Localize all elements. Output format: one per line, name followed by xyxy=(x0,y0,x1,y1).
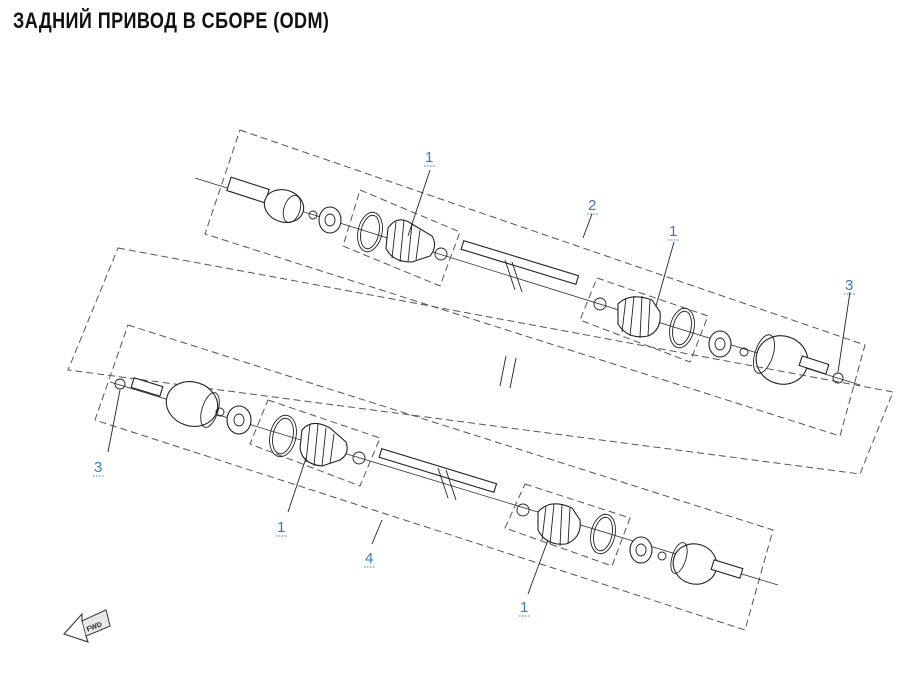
boot-clamp-small[interactable] xyxy=(593,297,607,311)
callout-1[interactable]: 1 xyxy=(425,149,433,166)
upper-assembly xyxy=(194,129,866,437)
link-frame xyxy=(67,247,894,475)
boot-kit-frame-1c xyxy=(249,399,381,487)
assembly-4-frame xyxy=(94,324,774,631)
boot-clamp-large[interactable] xyxy=(266,413,300,459)
bearing-cage[interactable] xyxy=(708,330,732,358)
cv-boot[interactable] xyxy=(299,422,348,467)
boot-kit-frame-1a xyxy=(342,189,461,287)
cv-boot[interactable] xyxy=(537,503,581,547)
circlip[interactable] xyxy=(832,372,844,384)
boot-clamp-large[interactable] xyxy=(354,210,386,254)
drive-shaft[interactable] xyxy=(460,239,580,293)
drive-shaft[interactable] xyxy=(378,447,498,501)
boot-kit-frame-1b xyxy=(579,277,709,363)
boot-clamp-small[interactable] xyxy=(516,503,530,517)
circlip[interactable] xyxy=(114,378,126,390)
cv-boot[interactable] xyxy=(617,295,661,339)
callout-3[interactable]: 3 xyxy=(845,277,853,294)
assembly-2-frame xyxy=(204,129,866,437)
callout-1[interactable]: 1 xyxy=(277,519,285,536)
break-mark xyxy=(499,355,517,389)
boot-kit-frame-1d xyxy=(504,483,631,567)
snap-ring[interactable] xyxy=(657,551,667,561)
callout-1[interactable]: 1 xyxy=(669,223,677,240)
page-title: ЗАДНИЙ ПРИВОД В СБОРЕ (ODM) xyxy=(13,8,330,33)
lower-assembly xyxy=(94,324,779,631)
cv-boot[interactable] xyxy=(385,219,436,263)
bearing-cage[interactable] xyxy=(318,206,342,234)
outer-cv-joint-right[interactable] xyxy=(668,538,744,589)
snap-ring[interactable] xyxy=(308,210,318,220)
inner-cv-joint-right[interactable] xyxy=(749,329,830,391)
callout-3[interactable]: 3 xyxy=(94,459,102,476)
bearing-cage[interactable] xyxy=(629,536,653,564)
boot-clamp-small[interactable] xyxy=(434,247,448,261)
boot-clamp-large[interactable] xyxy=(666,306,698,350)
inner-cv-joint-left[interactable] xyxy=(130,375,223,432)
callout-4[interactable]: 4 xyxy=(365,550,373,567)
outer-cv-joint-left[interactable] xyxy=(226,176,308,227)
snap-ring[interactable] xyxy=(739,347,749,357)
boot-clamp-small[interactable] xyxy=(352,451,366,465)
snap-ring[interactable] xyxy=(215,407,225,417)
boot-clamp-large[interactable] xyxy=(587,512,619,556)
callouts: 1 2 1 3 3 1 4 1 xyxy=(93,149,855,617)
fwd-arrow-icon: FWD xyxy=(63,609,111,643)
bearing-cage[interactable] xyxy=(226,405,252,435)
callout-2[interactable]: 2 xyxy=(588,197,596,214)
callout-1[interactable]: 1 xyxy=(520,599,528,616)
